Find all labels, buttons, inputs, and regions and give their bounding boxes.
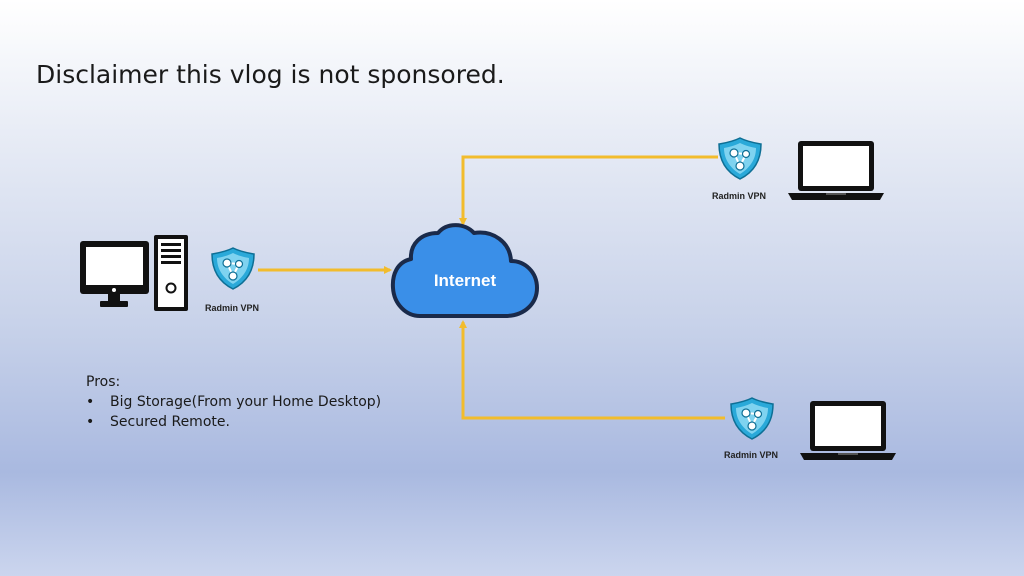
laptop-icon bbox=[788, 141, 884, 200]
desktop-monitor-icon bbox=[80, 241, 149, 307]
vpn-label-desktop: Radmin VPN bbox=[205, 303, 260, 313]
vpn-label-top-laptop: Radmin VPN bbox=[712, 191, 767, 201]
pros-item: Big Storage(From your Home Desktop) bbox=[86, 394, 381, 410]
connector-top-laptop bbox=[459, 155, 718, 226]
cloud-label: Internet bbox=[434, 271, 497, 290]
vpn-label-bottom-laptop: Radmin VPN bbox=[724, 450, 779, 460]
radmin-vpn-shield-icon bbox=[730, 397, 774, 440]
pros-section: Pros: Big Storage(From your Home Desktop… bbox=[86, 374, 381, 434]
laptop-icon bbox=[800, 401, 896, 460]
radmin-vpn-shield-icon bbox=[718, 137, 762, 180]
pros-item: Secured Remote. bbox=[86, 414, 381, 430]
radmin-vpn-shield-icon bbox=[211, 247, 255, 290]
connector-bottom-laptop bbox=[459, 320, 725, 420]
slide-title: Disclaimer this vlog is not sponsored. bbox=[36, 60, 505, 89]
pros-heading: Pros: bbox=[86, 374, 121, 390]
internet-cloud-icon bbox=[390, 223, 539, 318]
pc-tower-icon bbox=[154, 235, 188, 311]
pros-list: Big Storage(From your Home Desktop) Secu… bbox=[86, 394, 381, 430]
